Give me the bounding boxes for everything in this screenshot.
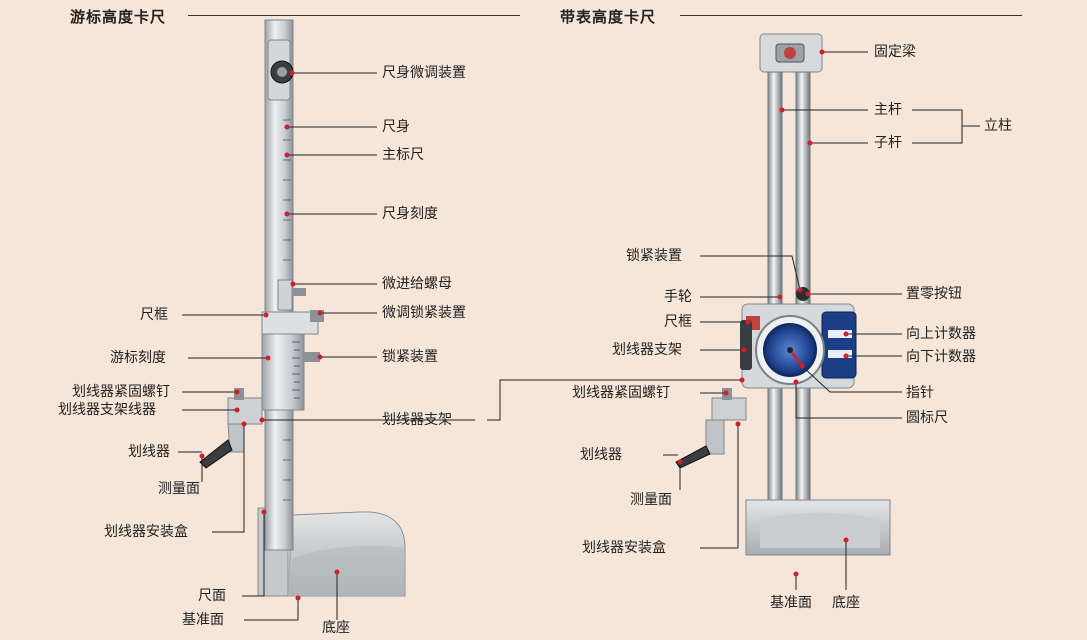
right-main-rod xyxy=(767,71,783,513)
right-scriber-holder xyxy=(711,397,747,421)
label-right-slider: 尺框 xyxy=(664,314,692,330)
label-left-beam-graduation: 尺身刻度 xyxy=(382,206,438,222)
left-scriber-holder xyxy=(227,397,263,425)
right-base-shade xyxy=(760,512,880,548)
label-left-scriber-holder: 划线器支架 xyxy=(382,412,452,428)
left-lock-knob xyxy=(304,352,320,362)
left-fine-adjust-knob-center xyxy=(277,67,287,77)
label-right-scriber-case: 划线器安装盒 xyxy=(582,540,666,556)
label-right-handwheel: 手轮 xyxy=(664,289,692,305)
label-right-dial-scale: 圆标尺 xyxy=(906,410,948,426)
label-left-measuring-face: 测量面 xyxy=(158,481,200,497)
label-right-base: 底座 xyxy=(832,595,860,611)
right-down-counter-window xyxy=(828,350,852,358)
left-fine-feed-block xyxy=(277,279,293,311)
label-left-fine-lock-device: 微调锁紧装置 xyxy=(382,305,466,321)
left-slider xyxy=(261,333,305,411)
label-left-slider: 尺框 xyxy=(140,307,168,323)
label-right-fixed-beam: 固定梁 xyxy=(874,44,916,60)
right-handwheel xyxy=(740,320,752,370)
left-leader-lines xyxy=(178,72,475,621)
right-section-rule xyxy=(680,15,1022,16)
label-left-lock-device: 锁紧装置 xyxy=(382,349,438,365)
label-right-pointer: 指针 xyxy=(906,385,934,401)
left-slider-top xyxy=(261,311,319,335)
label-right-scriber: 划线器 xyxy=(580,447,622,463)
label-left-scriber-holder-line: 划线器支架线器 xyxy=(58,402,156,418)
label-right-measuring-face: 测量面 xyxy=(630,492,672,508)
label-left-base: 底座 xyxy=(322,620,350,636)
vernier-height-gauge xyxy=(199,19,406,597)
label-left-beam: 尺身 xyxy=(382,119,410,135)
right-leader-dots xyxy=(677,49,849,577)
right-counter-panel xyxy=(821,311,857,379)
label-left-scriber-case: 划线器安装盒 xyxy=(104,524,188,540)
right-scriber xyxy=(675,445,711,469)
right-up-counter-window xyxy=(828,330,852,338)
right-scriber-arm xyxy=(705,419,725,455)
label-right-lock-device: 锁紧装置 xyxy=(626,248,682,264)
label-left-scriber: 划线器 xyxy=(128,444,170,460)
label-right-up-counter: 向上计数器 xyxy=(906,326,976,342)
left-leader-dots xyxy=(199,70,340,601)
label-right-zero-button: 置零按钮 xyxy=(906,286,962,302)
label-left-fine-feed-nut: 微进给螺母 xyxy=(382,276,452,292)
left-fine-feed-screw xyxy=(292,288,306,296)
right-leader-lines xyxy=(487,51,980,590)
label-left-base-face: 基准面 xyxy=(182,612,224,628)
label-right-column: 立柱 xyxy=(984,118,1012,134)
left-base-shade xyxy=(288,545,405,596)
right-fixed-beam-logo-icon xyxy=(784,47,796,59)
label-right-scriber-holder: 划线器支架 xyxy=(612,342,682,358)
label-left-main-scale: 主标尺 xyxy=(382,147,424,163)
label-right-scriber-clamp-screw: 划线器紧固螺钉 xyxy=(572,385,670,401)
label-left-scriber-clamp-screw: 划线器紧固螺钉 xyxy=(72,384,170,400)
label-right-base-face: 基准面 xyxy=(770,595,812,611)
left-scriber xyxy=(199,439,233,469)
right-dial-hub xyxy=(787,347,793,353)
right-dial-pointer xyxy=(789,349,803,367)
label-left-reference-face: 尺面 xyxy=(198,588,226,604)
left-vernier-ticks xyxy=(292,341,300,399)
label-right-down-counter: 向下计数器 xyxy=(906,349,976,365)
label-left-fine-adjust-device: 尺身微调装置 xyxy=(382,65,466,81)
label-right-main-rod: 主杆 xyxy=(874,102,902,118)
dial-height-gauge xyxy=(675,33,891,556)
label-left-vernier-scale: 游标刻度 xyxy=(110,350,166,366)
right-section-title: 带表高度卡尺 xyxy=(560,8,657,26)
left-scriber-clamp-screw xyxy=(234,388,244,400)
label-right-sub-rod: 子杆 xyxy=(874,135,902,151)
left-section-title: 游标高度卡尺 xyxy=(70,8,167,26)
left-section-rule xyxy=(188,15,520,16)
